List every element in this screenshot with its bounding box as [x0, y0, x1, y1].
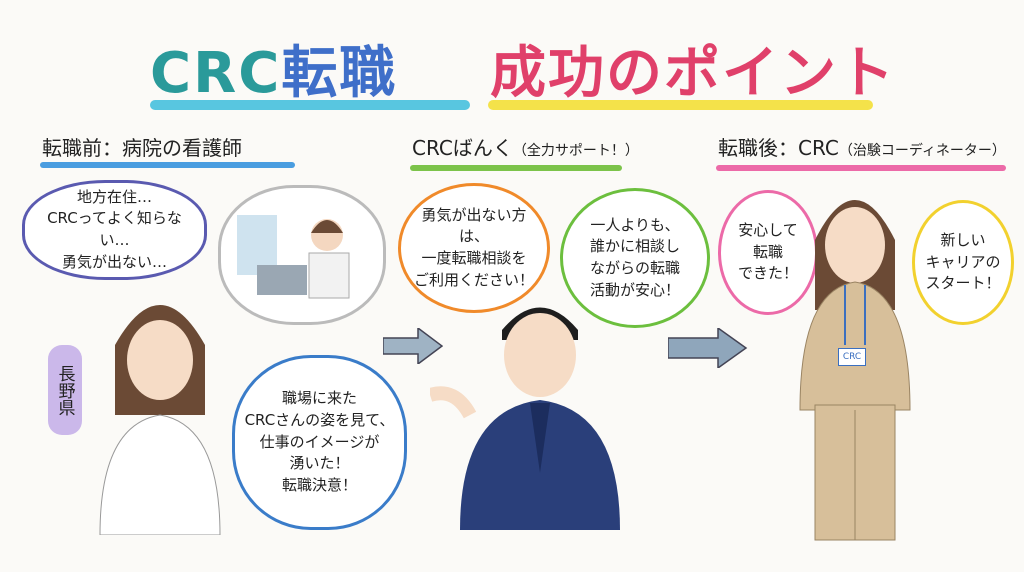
advisor-illustration	[430, 307, 620, 530]
heading-before: 転職前：病院の看護師	[42, 136, 242, 160]
heading-after-underline	[716, 165, 1006, 171]
heading-crcbank: CRCばんく（全力サポート！）	[412, 136, 639, 160]
nurse-at-computer-illustration	[237, 215, 350, 299]
speech-bubble-consult: 勇気が出ない方は、 一度転職相談を ご利用ください！	[398, 183, 550, 313]
thought-cloud-decision: 職場に来た CRCさんの姿を見て、 仕事のイメージが 湧いた！ 転職決意！	[232, 355, 407, 530]
arrow-right-icon-2	[668, 328, 748, 368]
thought-cloud-worry: 地方在住… CRCってよく知らない… 勇気が出ない…	[22, 180, 207, 280]
title-underline-left	[150, 100, 470, 110]
nurse-illustration	[99, 305, 221, 535]
heading-crcbank-underline	[410, 165, 622, 171]
title-right: 成功のポイント	[490, 41, 896, 106]
heading-before-underline	[40, 162, 295, 168]
heading-after: 転職後：CRC（治験コーディネーター）	[718, 136, 1006, 160]
title-underline-right	[488, 100, 873, 110]
title-left: CRC転職	[150, 41, 398, 106]
thought-cloud-nurse-image	[218, 185, 386, 325]
crc-woman-illustration	[799, 200, 911, 541]
crc-badge: CRC	[838, 348, 866, 366]
arrow-right-icon	[383, 328, 443, 364]
speech-bubble-relieved: 安心して 転職 できた！	[718, 190, 818, 315]
speech-bubble-relief: 一人よりも、 誰かに相談し ながらの転職 活動が安心！	[560, 188, 710, 328]
prefecture-label: 長野県	[48, 345, 82, 435]
speech-bubble-new-career: 新しい キャリアの スタート！	[912, 200, 1014, 325]
